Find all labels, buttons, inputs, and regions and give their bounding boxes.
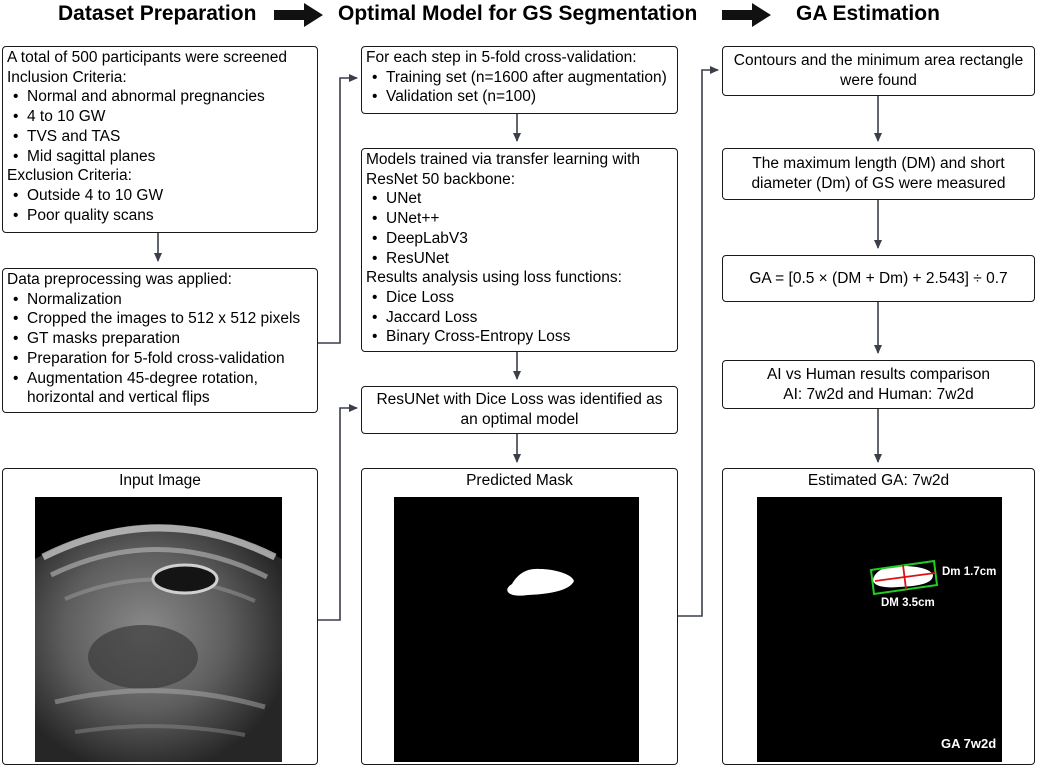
- loss-item: Dice Loss: [366, 288, 673, 308]
- measure-line1: The maximum length (DM) and short: [752, 155, 1005, 173]
- cross-validation-box: For each step in 5-fold cross-validation…: [361, 46, 678, 114]
- model-item: DeepLabV3: [366, 229, 673, 249]
- preprocessing-item: Preparation for 5-fold cross-validation: [7, 349, 313, 369]
- cv-item: Training set (n=1600 after augmentation): [366, 68, 673, 88]
- exclusion-title: Exclusion Criteria:: [7, 167, 132, 185]
- comparison-box: AI vs Human results comparison AI: 7w2d …: [722, 360, 1035, 409]
- preprocessing-item: Cropped the images to 512 x 512 pixels: [7, 309, 313, 329]
- models-line2: ResNet 50 backbone:: [366, 170, 516, 188]
- exclusion-item: Outside 4 to 10 GW: [7, 186, 313, 206]
- short-diameter-label: Dm 1.7cm: [942, 566, 997, 578]
- preprocessing-item: GT masks preparation: [7, 329, 313, 349]
- optimal-line2: an optimal model: [460, 411, 579, 428]
- estimated-ga-image: Dm 1.7cm DM 3.5cm GA 7w2d: [757, 497, 1002, 762]
- model-item: ResUNet: [366, 249, 673, 269]
- cv-title: For each step in 5-fold cross-validation…: [366, 49, 637, 66]
- measurement-box: The maximum length (DM) and short diamet…: [722, 148, 1035, 200]
- loss-item: Binary Cross-Entropy Loss: [366, 327, 673, 347]
- loss-item: Jaccard Loss: [366, 308, 673, 328]
- screened-text: A total of 500 participants were screene…: [7, 49, 288, 66]
- preprocessing-item: Augmentation 45-degree rotation,: [7, 369, 313, 389]
- header-optimal-model: Optimal Model for GS Segmentation: [338, 2, 698, 25]
- preprocessing-title: Data preprocessing was applied:: [7, 271, 232, 288]
- formula-box: GA = [0.5 × (DM + Dm) + 2.543] ÷ 0.7: [722, 255, 1035, 302]
- short-diameter-line: [902, 564, 907, 590]
- preprocessing-continuation: horizontal and vertical flips: [27, 389, 210, 407]
- compare-line2: AI: 7w2d and Human: 7w2d: [783, 385, 974, 403]
- inclusion-item: TVS and TAS: [7, 127, 313, 147]
- min-area-rectangle: [869, 559, 939, 596]
- input-image-caption: Input Image: [119, 472, 201, 489]
- preprocessing-box: Data preprocessing was applied: Normaliz…: [2, 268, 318, 413]
- gestational-sac-mask: [507, 568, 574, 596]
- predicted-mask-caption: Predicted Mask: [466, 472, 573, 489]
- contours-box: Contours and the minimum area rectangle …: [722, 46, 1035, 96]
- contours-line2: were found: [840, 72, 917, 89]
- ga-result-label: GA 7w2d: [941, 736, 997, 751]
- inclusion-title: Inclusion Criteria:: [7, 68, 127, 86]
- cv-item: Validation set (n=100): [366, 87, 673, 107]
- arrow-right-icon: [722, 3, 771, 27]
- models-line1: Models trained via transfer learning wit…: [366, 151, 640, 168]
- header-dataset-preparation: Dataset Preparation: [58, 2, 257, 25]
- ultrasound-image: [35, 497, 282, 762]
- ga-formula: GA = [0.5 × (DM + Dm) + 2.543] ÷ 0.7: [749, 269, 1008, 287]
- inclusion-item: Mid sagittal planes: [7, 147, 313, 167]
- measure-line2: diameter (Dm) of GS were measured: [751, 175, 1006, 192]
- preprocessing-item: Normalization: [7, 290, 313, 310]
- model-item: UNet: [366, 189, 673, 209]
- model-item: UNet++: [366, 209, 673, 229]
- dataset-criteria-box: A total of 500 participants were screene…: [2, 46, 318, 233]
- long-diameter-label: DM 3.5cm: [881, 597, 935, 609]
- inclusion-item: Normal and abnormal pregnancies: [7, 87, 313, 107]
- loss-title: Results analysis using loss functions:: [366, 269, 622, 287]
- estimated-ga-caption: Estimated GA: 7w2d: [807, 472, 950, 489]
- contours-line1: Contours and the minimum area rectangle: [733, 52, 1024, 70]
- compare-line1: AI vs Human results comparison: [766, 365, 991, 383]
- predicted-mask-image: [394, 497, 639, 762]
- optimal-line1: ResUNet with Dice Loss was identified as: [376, 391, 663, 409]
- exclusion-item: Poor quality scans: [7, 206, 313, 226]
- optimal-model-box: ResUNet with Dice Loss was identified as…: [361, 386, 678, 434]
- inclusion-item: 4 to 10 GW: [7, 107, 313, 127]
- arrow-right-icon: [274, 3, 323, 27]
- models-box: Models trained via transfer learning wit…: [361, 148, 678, 352]
- header-ga-estimation: GA Estimation: [796, 2, 940, 25]
